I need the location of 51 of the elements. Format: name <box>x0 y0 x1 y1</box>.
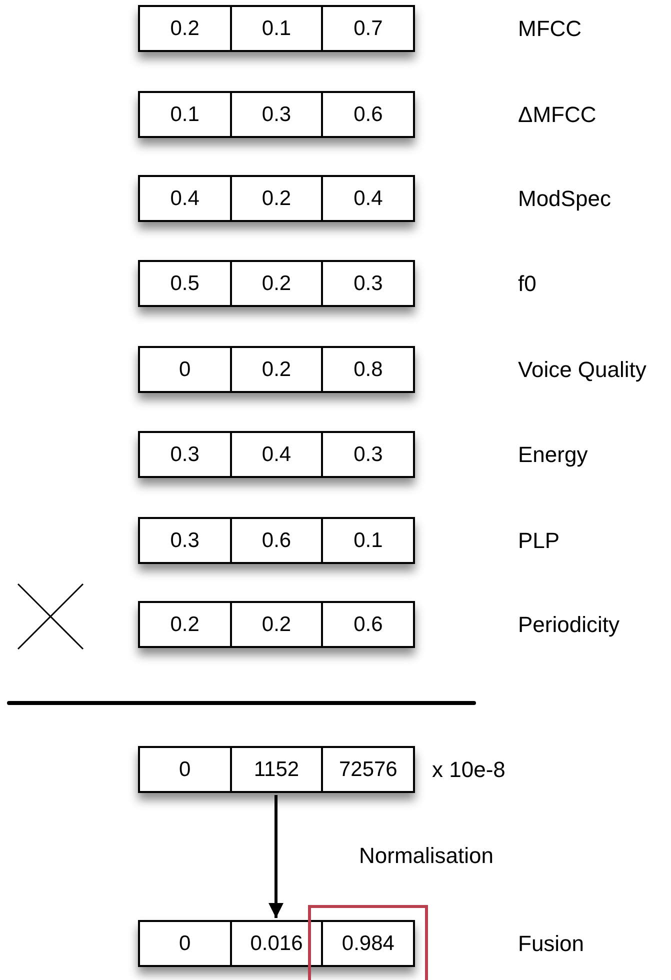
cell-value: 0.3 <box>354 442 383 466</box>
feature-name: Voice Quality <box>518 359 646 381</box>
feature-name: PLP <box>518 530 560 552</box>
vector-box <box>138 5 415 52</box>
cell-value: 0.3 <box>170 528 200 552</box>
vector-box <box>138 175 415 222</box>
cell-value: 0 <box>178 358 191 382</box>
cell-value: 0.6 <box>354 102 383 126</box>
cell-value: 0.7 <box>354 16 383 40</box>
feature-name: Periodicity <box>518 614 620 636</box>
cell-value: 0.3 <box>170 442 200 466</box>
vector-box <box>138 517 415 564</box>
cell-value: 0.2 <box>262 358 292 382</box>
cell-value: 0.1 <box>262 16 292 40</box>
cell-value: 0.5 <box>170 272 200 296</box>
cell-value: 0 <box>178 758 191 782</box>
cell-value: 0.2 <box>262 612 292 636</box>
cell-value: 0 <box>178 932 191 956</box>
feature-name: f0 <box>518 273 536 295</box>
feature-name: Energy <box>518 444 588 466</box>
feature-name: ModSpec <box>518 188 611 210</box>
feature-name: ΔMFCC <box>518 104 596 126</box>
feature-name: Fusion <box>518 933 584 955</box>
cell-value: 0.1 <box>354 528 383 552</box>
cell-value: 0.2 <box>170 612 200 636</box>
cell-value: 1152 <box>254 758 300 782</box>
cell-value: 0.8 <box>354 358 383 382</box>
cell-value: 0.6 <box>262 528 292 552</box>
vector-box <box>138 260 415 307</box>
cell-value: 0.6 <box>354 612 383 636</box>
vector-box <box>138 601 415 648</box>
vector-box <box>138 346 415 393</box>
vector-box <box>138 746 415 793</box>
cell-value: 72576 <box>338 758 398 782</box>
cell-value: 0.1 <box>170 102 200 126</box>
arrow <box>268 795 284 918</box>
cell-value: 0.984 <box>342 932 394 956</box>
cell-value: 0.2 <box>170 16 200 40</box>
row-label: x 10e-8 <box>432 759 506 781</box>
vector-box <box>138 920 415 967</box>
cell-value: 0.2 <box>262 186 292 210</box>
cell-value: 0.4 <box>262 442 292 466</box>
cell-value: 0.4 <box>170 186 200 210</box>
cell-value: 0.4 <box>354 186 383 210</box>
vector-box <box>138 431 415 478</box>
cell-value: 0.016 <box>250 932 303 956</box>
cell-value: 0.2 <box>262 272 292 296</box>
feature-name: MFCC <box>518 18 582 40</box>
cell-value: 0.3 <box>354 272 383 296</box>
cell-value: 0.3 <box>262 102 292 126</box>
vector-box <box>138 91 415 138</box>
